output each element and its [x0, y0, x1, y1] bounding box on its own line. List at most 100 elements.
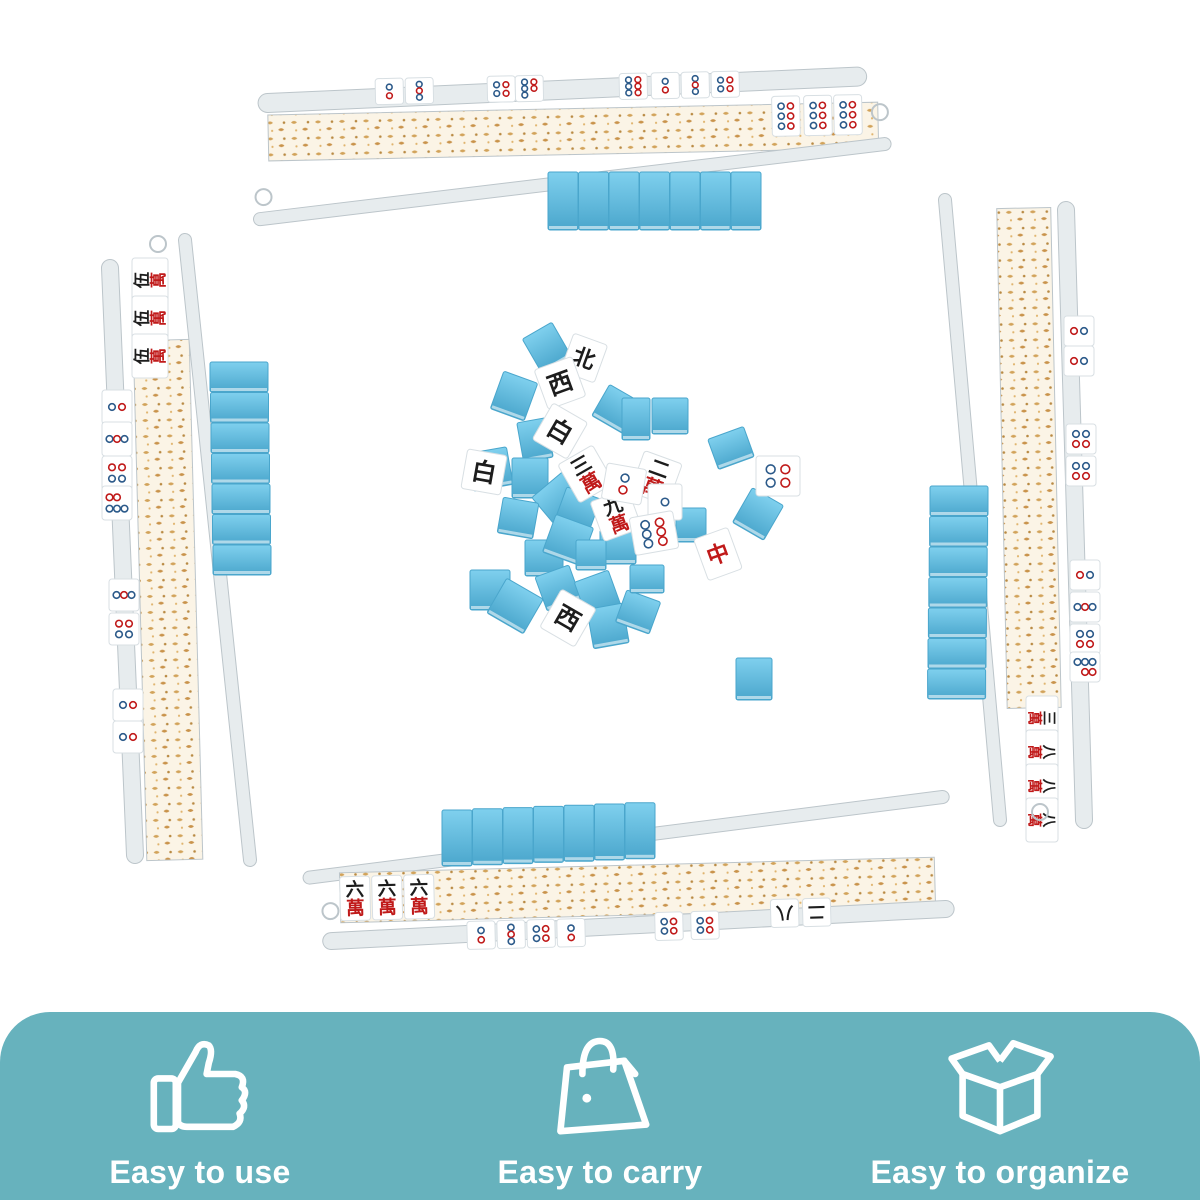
- dots-tile: [101, 455, 133, 491]
- dots-tile: [101, 421, 133, 457]
- bottom-rack-small-tile: 八: [769, 898, 800, 928]
- feature-easy-to-carry: Easy to carry: [420, 1012, 780, 1191]
- feature-label-carry: Easy to carry: [497, 1154, 703, 1190]
- dots-tile: [486, 75, 517, 103]
- dots-tile: [1069, 651, 1101, 683]
- tile-back: [575, 539, 607, 571]
- left-rack-tile-row: [132, 338, 204, 862]
- tile-back: [212, 514, 271, 545]
- dots-tile: [755, 455, 801, 497]
- center-character-tile: 白: [532, 403, 588, 459]
- tile-character: 萬: [1025, 745, 1043, 760]
- dots-tile: [650, 71, 681, 100]
- feature-label-use: Easy to use: [109, 1154, 291, 1190]
- dots-tile: [556, 917, 586, 948]
- tile-back: [615, 589, 661, 635]
- bottom-rack-character-tile: 六萬: [371, 874, 404, 921]
- feature-panel: Easy to use Easy to carry Easy to organi…: [0, 1012, 1200, 1200]
- dots-tile: [690, 910, 720, 941]
- feature-easy-to-use: Easy to use: [20, 1012, 380, 1191]
- dots-tile: [112, 720, 144, 754]
- tile-back: [487, 578, 543, 634]
- open-box-icon: [948, 1039, 1054, 1135]
- tile-back: [496, 496, 540, 540]
- tile-back: [629, 564, 665, 594]
- tile-back: [547, 171, 579, 231]
- feature-easy-to-organize: Easy to organize: [820, 1012, 1180, 1191]
- tile-back: [210, 392, 269, 423]
- tile-character: 伍: [133, 347, 152, 365]
- dots-tile: [1063, 315, 1095, 347]
- tile-back: [927, 668, 987, 700]
- bottom-rack-character-tile: 六萬: [339, 875, 372, 922]
- dots-tile: [101, 389, 133, 425]
- tile-back: [732, 487, 784, 541]
- dots-tile: [629, 510, 679, 556]
- tile-back: [929, 485, 989, 517]
- tile-back: [707, 426, 755, 470]
- racks-layer: 伍萬伍萬伍萬三萬八萬八萬八萬六萬六萬六萬八二: [101, 66, 1101, 951]
- tile-back: [927, 638, 987, 669]
- tile-back: [700, 171, 731, 231]
- tile-back: [210, 422, 270, 454]
- tile-back: [578, 171, 609, 231]
- dots-tile: [526, 918, 556, 949]
- tile-back: [472, 808, 503, 866]
- tile-back: [502, 807, 534, 865]
- loose-tiles-layer: 北西白白三萬二萬九萬西中: [460, 322, 801, 701]
- center-character-tile: 西: [534, 356, 586, 410]
- tile-back: [669, 171, 701, 231]
- dots-tile: [108, 612, 140, 646]
- top-rack-tile-row: [267, 101, 880, 162]
- dots-tile: [710, 70, 740, 99]
- dots-tile: [1069, 559, 1101, 591]
- tile-character: 二: [808, 901, 826, 921]
- right-rack-tile-row: [996, 206, 1062, 710]
- tile-character: 萬: [410, 896, 429, 917]
- tile-character: 萬: [1025, 813, 1043, 828]
- dots-tile: [1065, 455, 1097, 487]
- dots-tile: [374, 77, 405, 106]
- tile-character: 六: [345, 879, 365, 901]
- dots-tile: [108, 578, 140, 612]
- tile-back: [490, 371, 538, 421]
- thumbs-up-icon: [150, 1040, 249, 1133]
- left-rack-character-tile: 伍萬: [131, 333, 169, 379]
- tile-back: [928, 577, 988, 608]
- tile-back: [651, 397, 689, 435]
- dots-tile: [833, 94, 863, 136]
- tile-back: [211, 453, 270, 484]
- tile-back: [511, 457, 549, 499]
- right-rack-character-tile: 八萬: [1025, 729, 1059, 775]
- tile-back: [929, 516, 989, 547]
- dots-tile: [404, 77, 435, 105]
- dots-tile: [1069, 591, 1101, 623]
- tile-back: [735, 657, 773, 701]
- tile-character: 伍: [133, 271, 152, 289]
- tile-character: 萬: [346, 898, 365, 919]
- right-rack-character-tile: 八萬: [1025, 763, 1059, 809]
- tile-back: [927, 607, 987, 639]
- tile-character: 六: [377, 878, 397, 900]
- tile-back: [928, 546, 988, 578]
- dots-tile: [1065, 423, 1097, 455]
- tile-back: [624, 802, 656, 860]
- tile-character: 萬: [1025, 779, 1043, 794]
- dots-tile: [514, 74, 545, 103]
- dots-tile: [112, 688, 144, 722]
- dots-tile: [1069, 623, 1101, 655]
- shopping-bag-icon: [557, 1037, 650, 1135]
- tile-character: 八: [775, 902, 794, 922]
- tile-back: [533, 805, 564, 863]
- tile-character: 伍: [133, 309, 152, 327]
- dots-tile: [1063, 345, 1095, 377]
- dots-tile: [803, 94, 833, 137]
- tile-back: [209, 361, 269, 393]
- feature-label-organize: Easy to organize: [870, 1154, 1130, 1190]
- tile-character: 萬: [378, 897, 397, 918]
- bottom-rack-character-tile: 六萬: [403, 873, 436, 920]
- tile-character: 八: [1040, 744, 1056, 760]
